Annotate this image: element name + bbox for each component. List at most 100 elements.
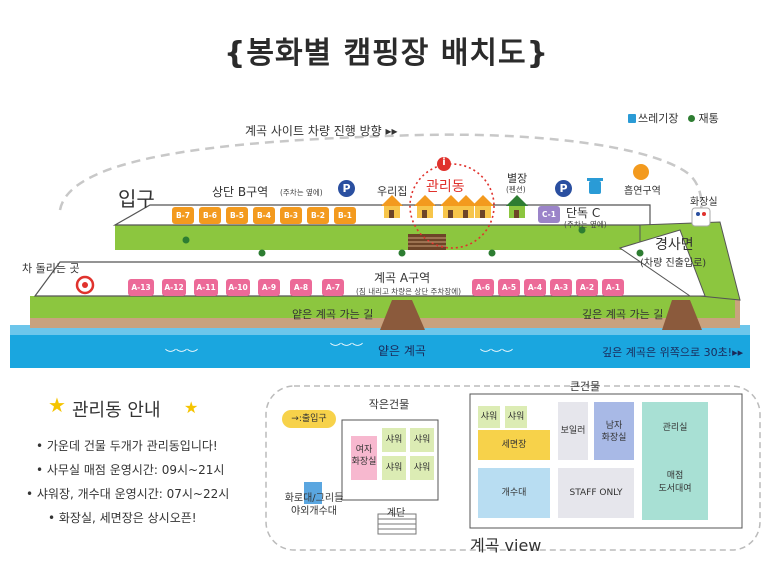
site-a-5[interactable]: A-5	[498, 279, 520, 296]
star-icon: ★	[48, 393, 66, 417]
path-deep-label: 깊은 계곡 가는 길	[582, 308, 664, 321]
upper-zone-label: 상단 B구역	[212, 185, 269, 199]
campsite-map: ︶︶︶ ︶︶︶ ︶︶︶	[10, 133, 750, 368]
entrance-legend: →:출입구	[282, 410, 336, 428]
site-b-2[interactable]: B-2	[307, 207, 329, 224]
tree-icon	[398, 249, 406, 257]
guide-item: • 가운데 건물 두개가 관리동입니다!	[36, 439, 218, 453]
tree-icon	[488, 249, 496, 257]
page-title: {봉화별 캠핑장 배치도}	[223, 36, 549, 71]
site-a-6[interactable]: A-6	[472, 279, 494, 296]
shower-room: 샤워	[382, 428, 406, 452]
grill-sink-label: 화로대/그리들 야외개수대	[284, 493, 344, 517]
tree-icon	[636, 249, 644, 257]
site-a-9[interactable]: A-9	[258, 279, 280, 296]
trash-icon	[628, 114, 636, 123]
big-building-label: 큰건물	[569, 380, 601, 393]
turnaround-label: 차 돌리는 곳	[22, 262, 80, 275]
staff-room: STAFF ONLY	[558, 468, 634, 518]
guide-title: 관리동 안내	[72, 400, 161, 421]
sink-room: 개수대	[478, 468, 550, 518]
site-b-6[interactable]: B-6	[199, 207, 221, 224]
slope-note: (차량 진출입로)	[640, 258, 707, 269]
site-b-1[interactable]: B-1	[334, 207, 356, 224]
grill-sink-icon	[304, 482, 322, 504]
smoking-icon	[633, 164, 649, 180]
office-marker-text: i	[442, 157, 446, 168]
entrance-label: 입구	[118, 187, 155, 211]
store-room: 매점 도서대여	[658, 471, 692, 494]
office-marker-icon	[437, 157, 451, 171]
house-icon	[381, 195, 403, 218]
site-a-10[interactable]: A-10	[226, 279, 250, 296]
stream-view-label: 계곡 view	[470, 536, 542, 555]
star-icon: ★	[184, 398, 199, 417]
guide-item: • 화장실, 세면장은 상시오픈!	[48, 511, 197, 525]
site-a-12[interactable]: A-12	[162, 279, 186, 296]
svg-text:︶︶︶: ︶︶︶	[165, 348, 198, 361]
site-b-7[interactable]: B-7	[172, 207, 194, 224]
stream-shallow-label: 얕은 계곡	[378, 344, 426, 358]
tree-icon	[578, 226, 586, 234]
smoking-label: 흡연구역	[624, 186, 661, 197]
site-b-5[interactable]: B-5	[226, 207, 248, 224]
svg-text:︶︶︶: ︶︶︶	[330, 342, 363, 355]
toilet-label: 화장실	[690, 197, 718, 208]
site-a-2[interactable]: A-2	[576, 279, 598, 296]
site-a-1[interactable]: A-1	[602, 279, 624, 296]
washroom: 세면장	[478, 430, 550, 460]
tree-icon	[688, 115, 696, 122]
woorijip-label: 우리집	[377, 185, 408, 198]
dashed-route	[58, 133, 703, 241]
site-b-3[interactable]: B-3	[280, 207, 302, 224]
slope-label: 경사면	[655, 237, 694, 253]
guide-item: • 샤워장, 개수대 운영시간: 07시~22시	[26, 487, 230, 501]
zone-a-note: (짐 내리고 차량은 상단 주차장에)	[356, 287, 462, 296]
site-a-11[interactable]: A-11	[194, 279, 218, 296]
annex-note: (펜션)	[506, 185, 526, 194]
site-c-1[interactable]: C-1	[538, 206, 560, 223]
parking-icon: P	[338, 180, 355, 197]
stairs-label: 계단	[386, 508, 406, 519]
mens-restroom: 남자 화장실	[594, 402, 634, 460]
parking-icon: P	[555, 180, 572, 197]
shower-room: 샤워	[410, 456, 434, 480]
legend-tree: 재통	[688, 110, 719, 126]
trash-icon	[589, 181, 601, 194]
site-b-4[interactable]: B-4	[253, 207, 275, 224]
shower-room: 샤워	[505, 406, 527, 428]
tree-icon	[258, 249, 266, 257]
upper-zone-note: (주차는 옆에)	[280, 188, 323, 197]
tree-icon	[182, 236, 190, 244]
site-a-3[interactable]: A-3	[550, 279, 572, 296]
legend-trash: 쓰레기장	[628, 110, 678, 126]
office-room: 관리실	[662, 423, 688, 433]
shower-room: 샤워	[410, 428, 434, 452]
upper-grass	[115, 225, 640, 250]
shower-room: 샤워	[478, 406, 500, 428]
legend: 쓰레기장 재통	[628, 110, 719, 126]
single-c-label: 단독 C	[566, 206, 601, 220]
lower-grass	[30, 296, 735, 318]
site-a-4[interactable]: A-4	[524, 279, 546, 296]
office-house-icon	[414, 195, 494, 218]
path-shallow-label: 얕은 계곡 가는 길	[292, 308, 374, 321]
annex-house-icon	[506, 195, 528, 218]
svg-text:︶︶︶: ︶︶︶	[480, 348, 513, 361]
office-label: 관리동	[426, 179, 465, 195]
boiler-room: 보일러	[558, 402, 588, 460]
office-store-room	[642, 402, 708, 520]
toilet-icon	[691, 207, 711, 227]
single-c-note: (주차는 옆에)	[564, 220, 607, 229]
zone-a-label: 계곡 A구역	[374, 271, 431, 285]
direction-label: 계곡 사이트 차량 진행 방향 ▸▸	[245, 124, 398, 138]
small-building-label: 작은건물	[368, 398, 410, 411]
womens-restroom: 여자 화장실	[351, 436, 377, 480]
site-a-13[interactable]: A-13	[128, 279, 154, 296]
shower-room: 샤워	[382, 456, 406, 480]
site-a-8[interactable]: A-8	[290, 279, 312, 296]
site-a-7[interactable]: A-7	[322, 279, 344, 296]
stream	[10, 325, 750, 368]
annex-label: 별장	[507, 172, 528, 185]
guide-item: • 사무실 매점 운영시간: 09시~21시	[36, 463, 225, 477]
